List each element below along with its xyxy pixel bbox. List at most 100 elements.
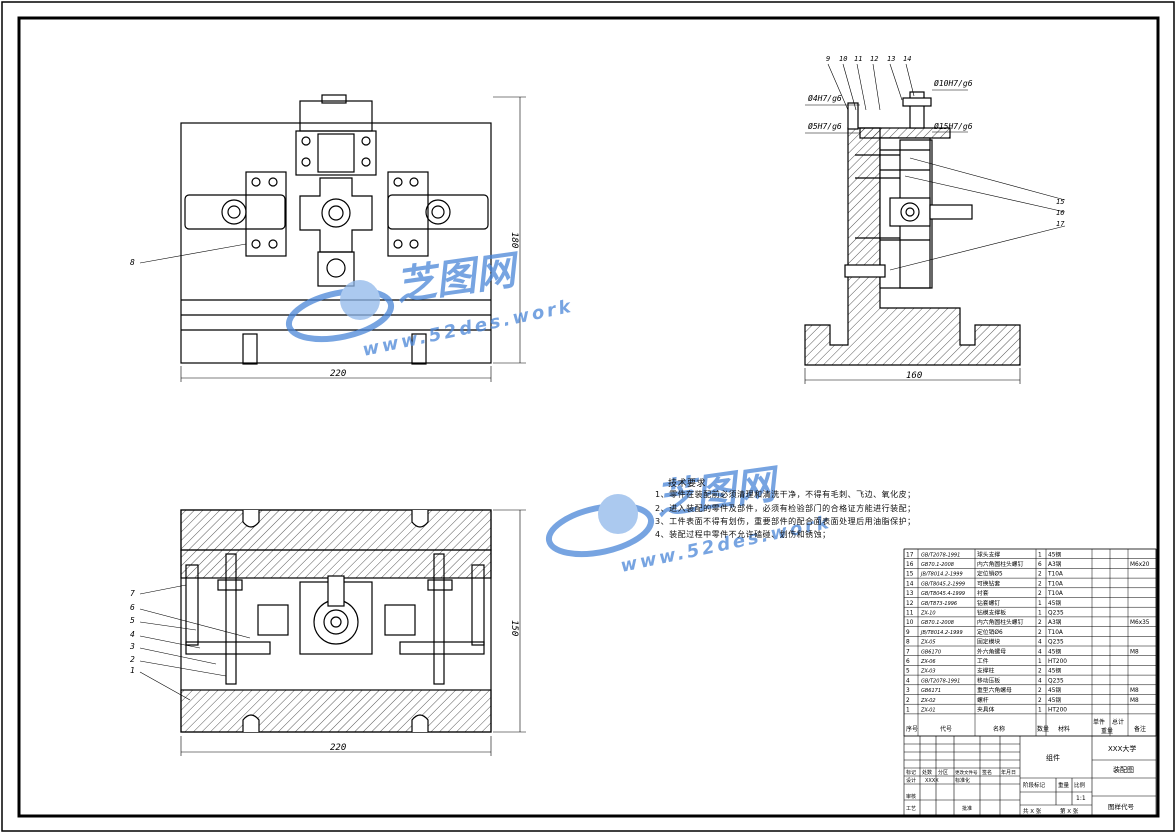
bom-cell: 45钢: [1048, 667, 1061, 675]
bom-cell: 螺杆: [977, 696, 989, 704]
top-view: [180, 94, 492, 365]
bom-cell: JB/T8014.2-1999: [920, 630, 963, 636]
bom-cell: 工件: [977, 657, 989, 665]
bom-cell: 内六角圆柱头螺钉: [977, 618, 1024, 626]
front-view-dims: [139, 509, 526, 756]
title-process: 工艺: [906, 806, 916, 812]
bom-cell: M8: [1130, 688, 1139, 694]
title-drawing-no: 图样代号: [1108, 802, 1135, 811]
title-design-val: XXXX: [925, 778, 939, 784]
title-sheets: 共 X 张: [1023, 807, 1042, 815]
bom-cell: M6x35: [1130, 620, 1150, 626]
bom-cell: ZX-03: [920, 669, 936, 675]
bom-cell: GB/T873-1996: [921, 601, 957, 607]
title-sign: 签名: [982, 769, 992, 776]
bom-cell: ZX-02: [920, 698, 936, 704]
balloon-6: 6: [130, 603, 135, 612]
bom-cell: 移动压板: [977, 676, 1000, 684]
bom-cell: 45钢: [1048, 647, 1061, 655]
title-ratio: 比例: [1074, 781, 1086, 789]
bom-cell: 重型六角螺母: [977, 686, 1012, 694]
front-view-height-label: 150: [509, 620, 519, 636]
bom-cell: A3钢: [1048, 560, 1062, 568]
title-design: 设计: [906, 777, 916, 784]
bom-cell: 外六角螺母: [977, 647, 1006, 655]
fit-label-2: Ø4H7/g6: [808, 93, 842, 103]
title-zone: 分区: [938, 769, 948, 776]
title-scale: 1:1: [1076, 795, 1086, 802]
bom-cell: T10A: [1047, 581, 1063, 587]
fit-label-4: Ø15H7/g6: [934, 121, 973, 131]
title-count: 处数: [922, 769, 932, 776]
bom-cell: 10: [906, 620, 914, 626]
bom-cell: 固定模块: [977, 638, 1000, 646]
bom-cell: Q235: [1048, 640, 1064, 646]
bom-cell: 3: [906, 688, 910, 694]
bom-cell: 钻模支撑板: [977, 609, 1006, 617]
balloon-17: 17: [1056, 220, 1065, 228]
bom-cell: GB/T8045.2-1999: [921, 581, 965, 587]
bom-cell: GB/T2078-1991: [921, 678, 960, 684]
bom-cell: 球头支撑: [977, 550, 1000, 558]
top-view-dims: [139, 96, 526, 382]
title-review: 审核: [906, 793, 916, 800]
balloon-1: 1: [130, 666, 135, 675]
bom-cell: M8: [1130, 649, 1139, 655]
bom-cell: 2: [1038, 669, 1042, 675]
balloon-13: 13: [887, 55, 895, 63]
bom-cell: GB6171: [921, 688, 941, 694]
bom-cell: 2: [1038, 572, 1042, 578]
fit-label-3: Ø5H7/g6: [808, 121, 842, 131]
balloon-3: 3: [129, 642, 135, 651]
bom-cell: ZX-10: [920, 611, 936, 617]
title-stage: 阶段标记: [1023, 781, 1046, 789]
balloon-4: 4: [130, 630, 135, 639]
inner-frame: [17, 16, 1160, 818]
bom-cell: 6: [906, 659, 910, 665]
bom-cell: M8: [1130, 698, 1139, 704]
title-block-grid: [903, 735, 1157, 817]
bom-cell: T10A: [1047, 591, 1063, 597]
bom-cell: 钻套螺钉: [977, 599, 1000, 607]
bom-cell: 衬套: [977, 589, 989, 597]
bom-cell: 5: [906, 669, 910, 675]
bom-cell: 内六角圆柱头螺钉: [977, 560, 1024, 568]
bom-header-code: 代号: [940, 725, 952, 733]
bom-cell: 2: [1038, 591, 1042, 597]
bom-cell: 9: [906, 630, 910, 636]
bom-header: 序号 代号 名称 数量 材料 单件 总计 重量 备注: [906, 718, 1146, 735]
top-view-height-label: 180: [509, 232, 519, 248]
bom-header-mat: 材料: [1058, 725, 1070, 733]
bom-cell: 2: [906, 698, 910, 704]
title-date: 年月日: [1001, 769, 1016, 776]
bom-cell: ZX-06: [920, 659, 936, 665]
balloon-16: 16: [1056, 209, 1064, 217]
bom-cell: GB70.1-2008: [921, 620, 954, 626]
title-standard: 标准化: [955, 777, 970, 784]
bom-header-weight: 重量: [1101, 727, 1113, 735]
title-drawing: 装配图: [1113, 765, 1134, 774]
bom-cell: 14: [906, 581, 914, 587]
side-view: [804, 91, 1021, 366]
title-sheet-no: 第 X 张: [1060, 807, 1079, 815]
title-change: 更改文件号: [955, 769, 978, 776]
title-weight: 重量: [1058, 781, 1070, 789]
bom-cell: 2: [1038, 630, 1042, 636]
tech-title: 技术要求: [668, 479, 707, 489]
front-view: [180, 509, 492, 733]
balloon-10: 10: [839, 55, 847, 63]
bom-cell: 4: [906, 678, 910, 684]
bom-cell: 13: [906, 591, 914, 597]
bom-cell: 2: [1038, 698, 1042, 704]
tech-item-4: 4、装配过程中零件不允许磕碰、划伤和锈蚀；: [655, 530, 831, 539]
side-view-width-label: 160: [906, 371, 922, 381]
bom-cell: 1: [906, 708, 910, 714]
balloon-14: 14: [903, 55, 911, 63]
bom-cell: 夹具体: [977, 706, 995, 714]
bom-cell: 定位销Ø5: [977, 570, 1003, 578]
balloon-2: 2: [130, 655, 135, 664]
bom-cell: 1: [1038, 611, 1042, 617]
tech-item-2: 2、进入装配的零件及部件，必须有检验部门的合格证方能进行装配；: [655, 504, 916, 513]
